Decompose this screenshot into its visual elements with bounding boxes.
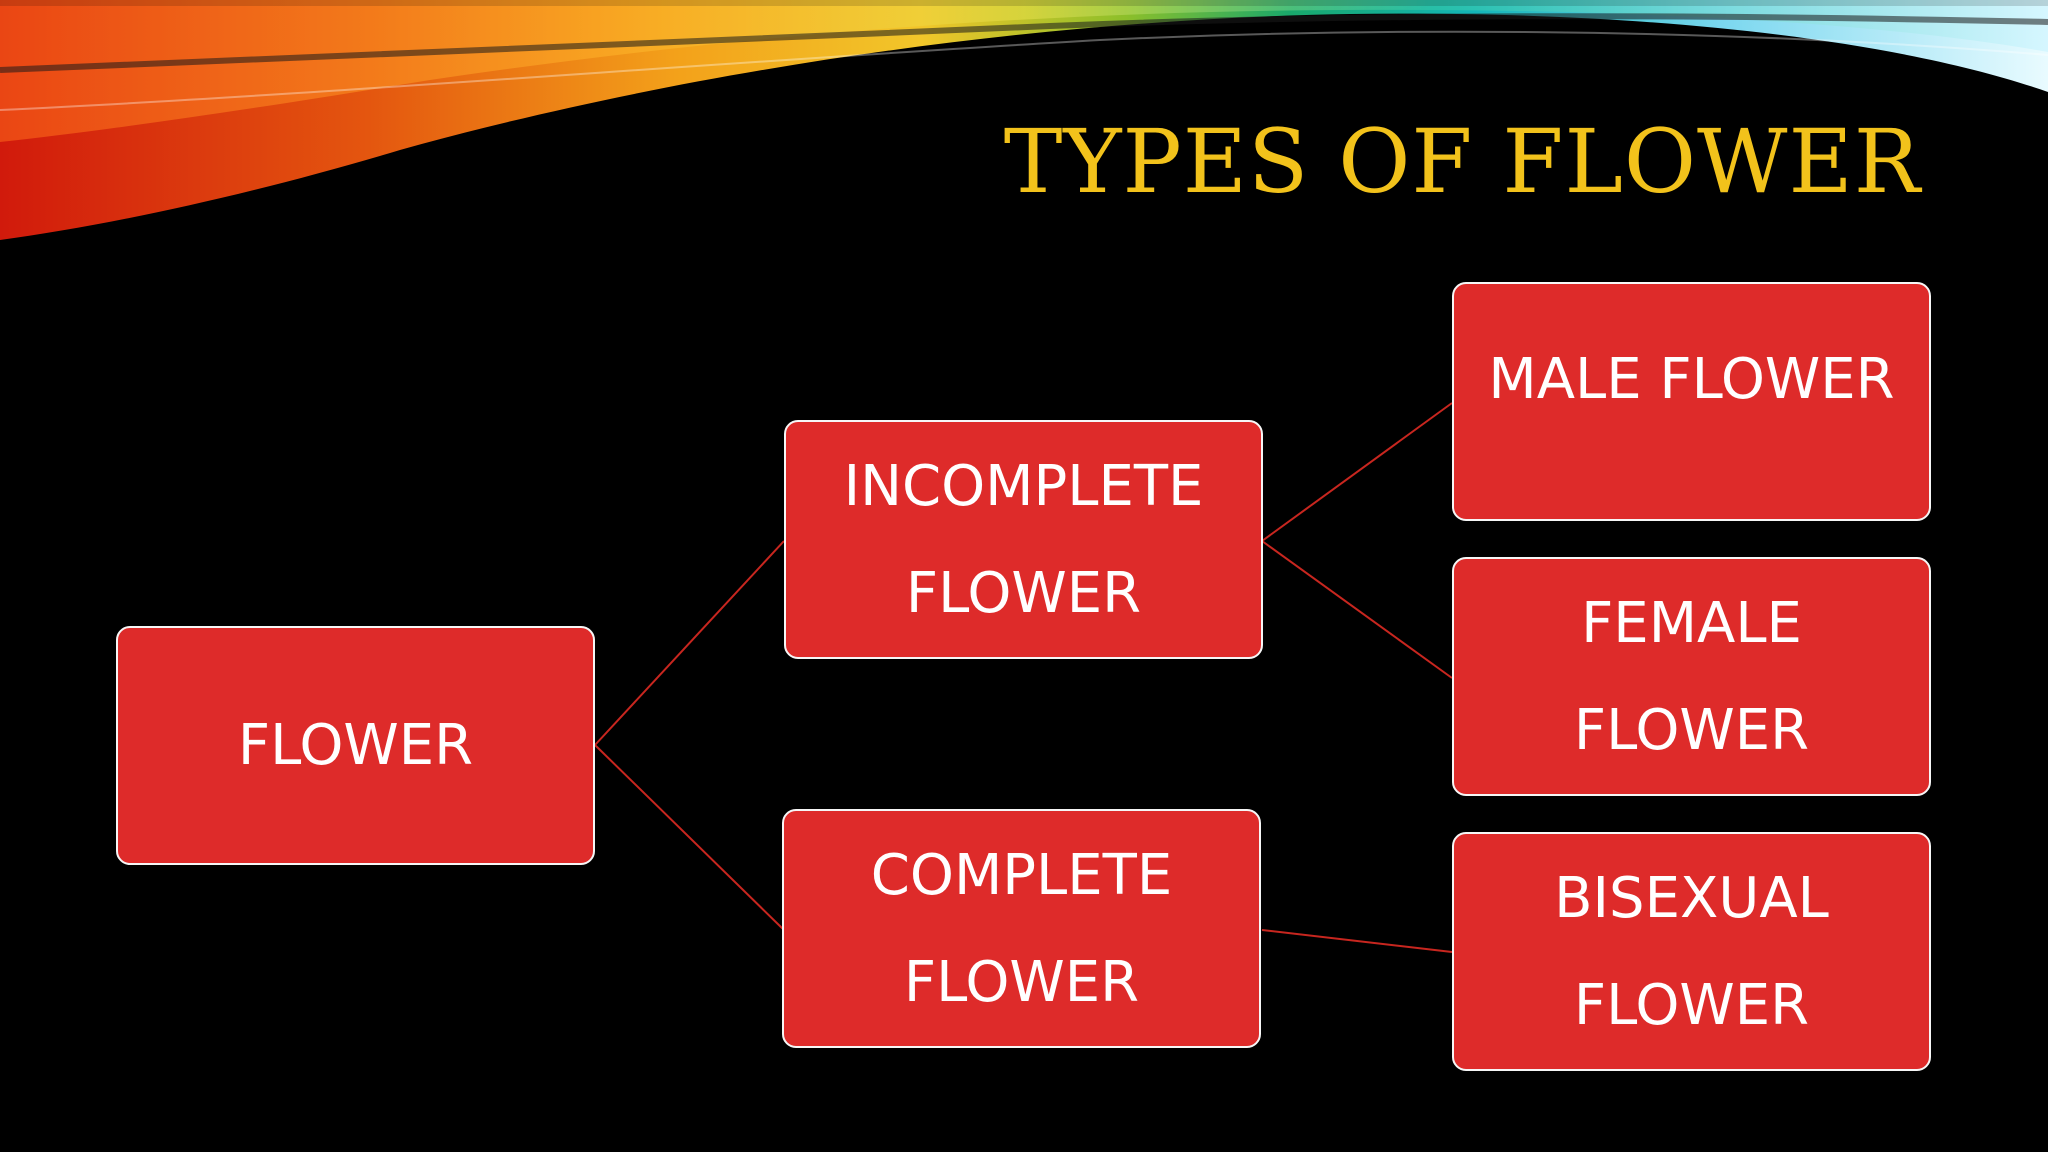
node-male-label: MALE FLOWER [1488,347,1895,412]
node-male-flower: MALE FLOWER [1452,282,1931,521]
node-incomplete-flower: INCOMPLETE FLOWER [784,420,1263,659]
node-bisexual-flower: BISEXUAL FLOWER [1452,832,1931,1071]
edge-incomplete-male [1261,402,1453,542]
node-bisexual-line2: FLOWER [1573,972,1810,1038]
edge-incomplete-female [1261,540,1453,679]
edge-flower-incomplete [594,540,785,746]
decorative-banner [0,0,2048,240]
node-complete-flower: COMPLETE FLOWER [782,809,1261,1048]
node-flower-label: FLOWER [237,713,474,778]
slide-title: TYPES OF FLOWER [1003,110,1921,213]
node-female-line2: FLOWER [1573,697,1810,763]
edge-flower-complete [594,744,785,931]
node-flower: FLOWER [116,626,595,865]
node-female-flower: FEMALE FLOWER [1452,557,1931,796]
edge-complete-bisexual [1261,929,1453,953]
node-complete-line2: FLOWER [903,949,1140,1015]
node-incomplete-line1: INCOMPLETE [843,453,1204,519]
node-incomplete-line2: FLOWER [905,560,1142,626]
node-bisexual-line1: BISEXUAL [1554,865,1829,931]
node-complete-line1: COMPLETE [870,842,1173,908]
node-female-line1: FEMALE [1581,590,1802,656]
